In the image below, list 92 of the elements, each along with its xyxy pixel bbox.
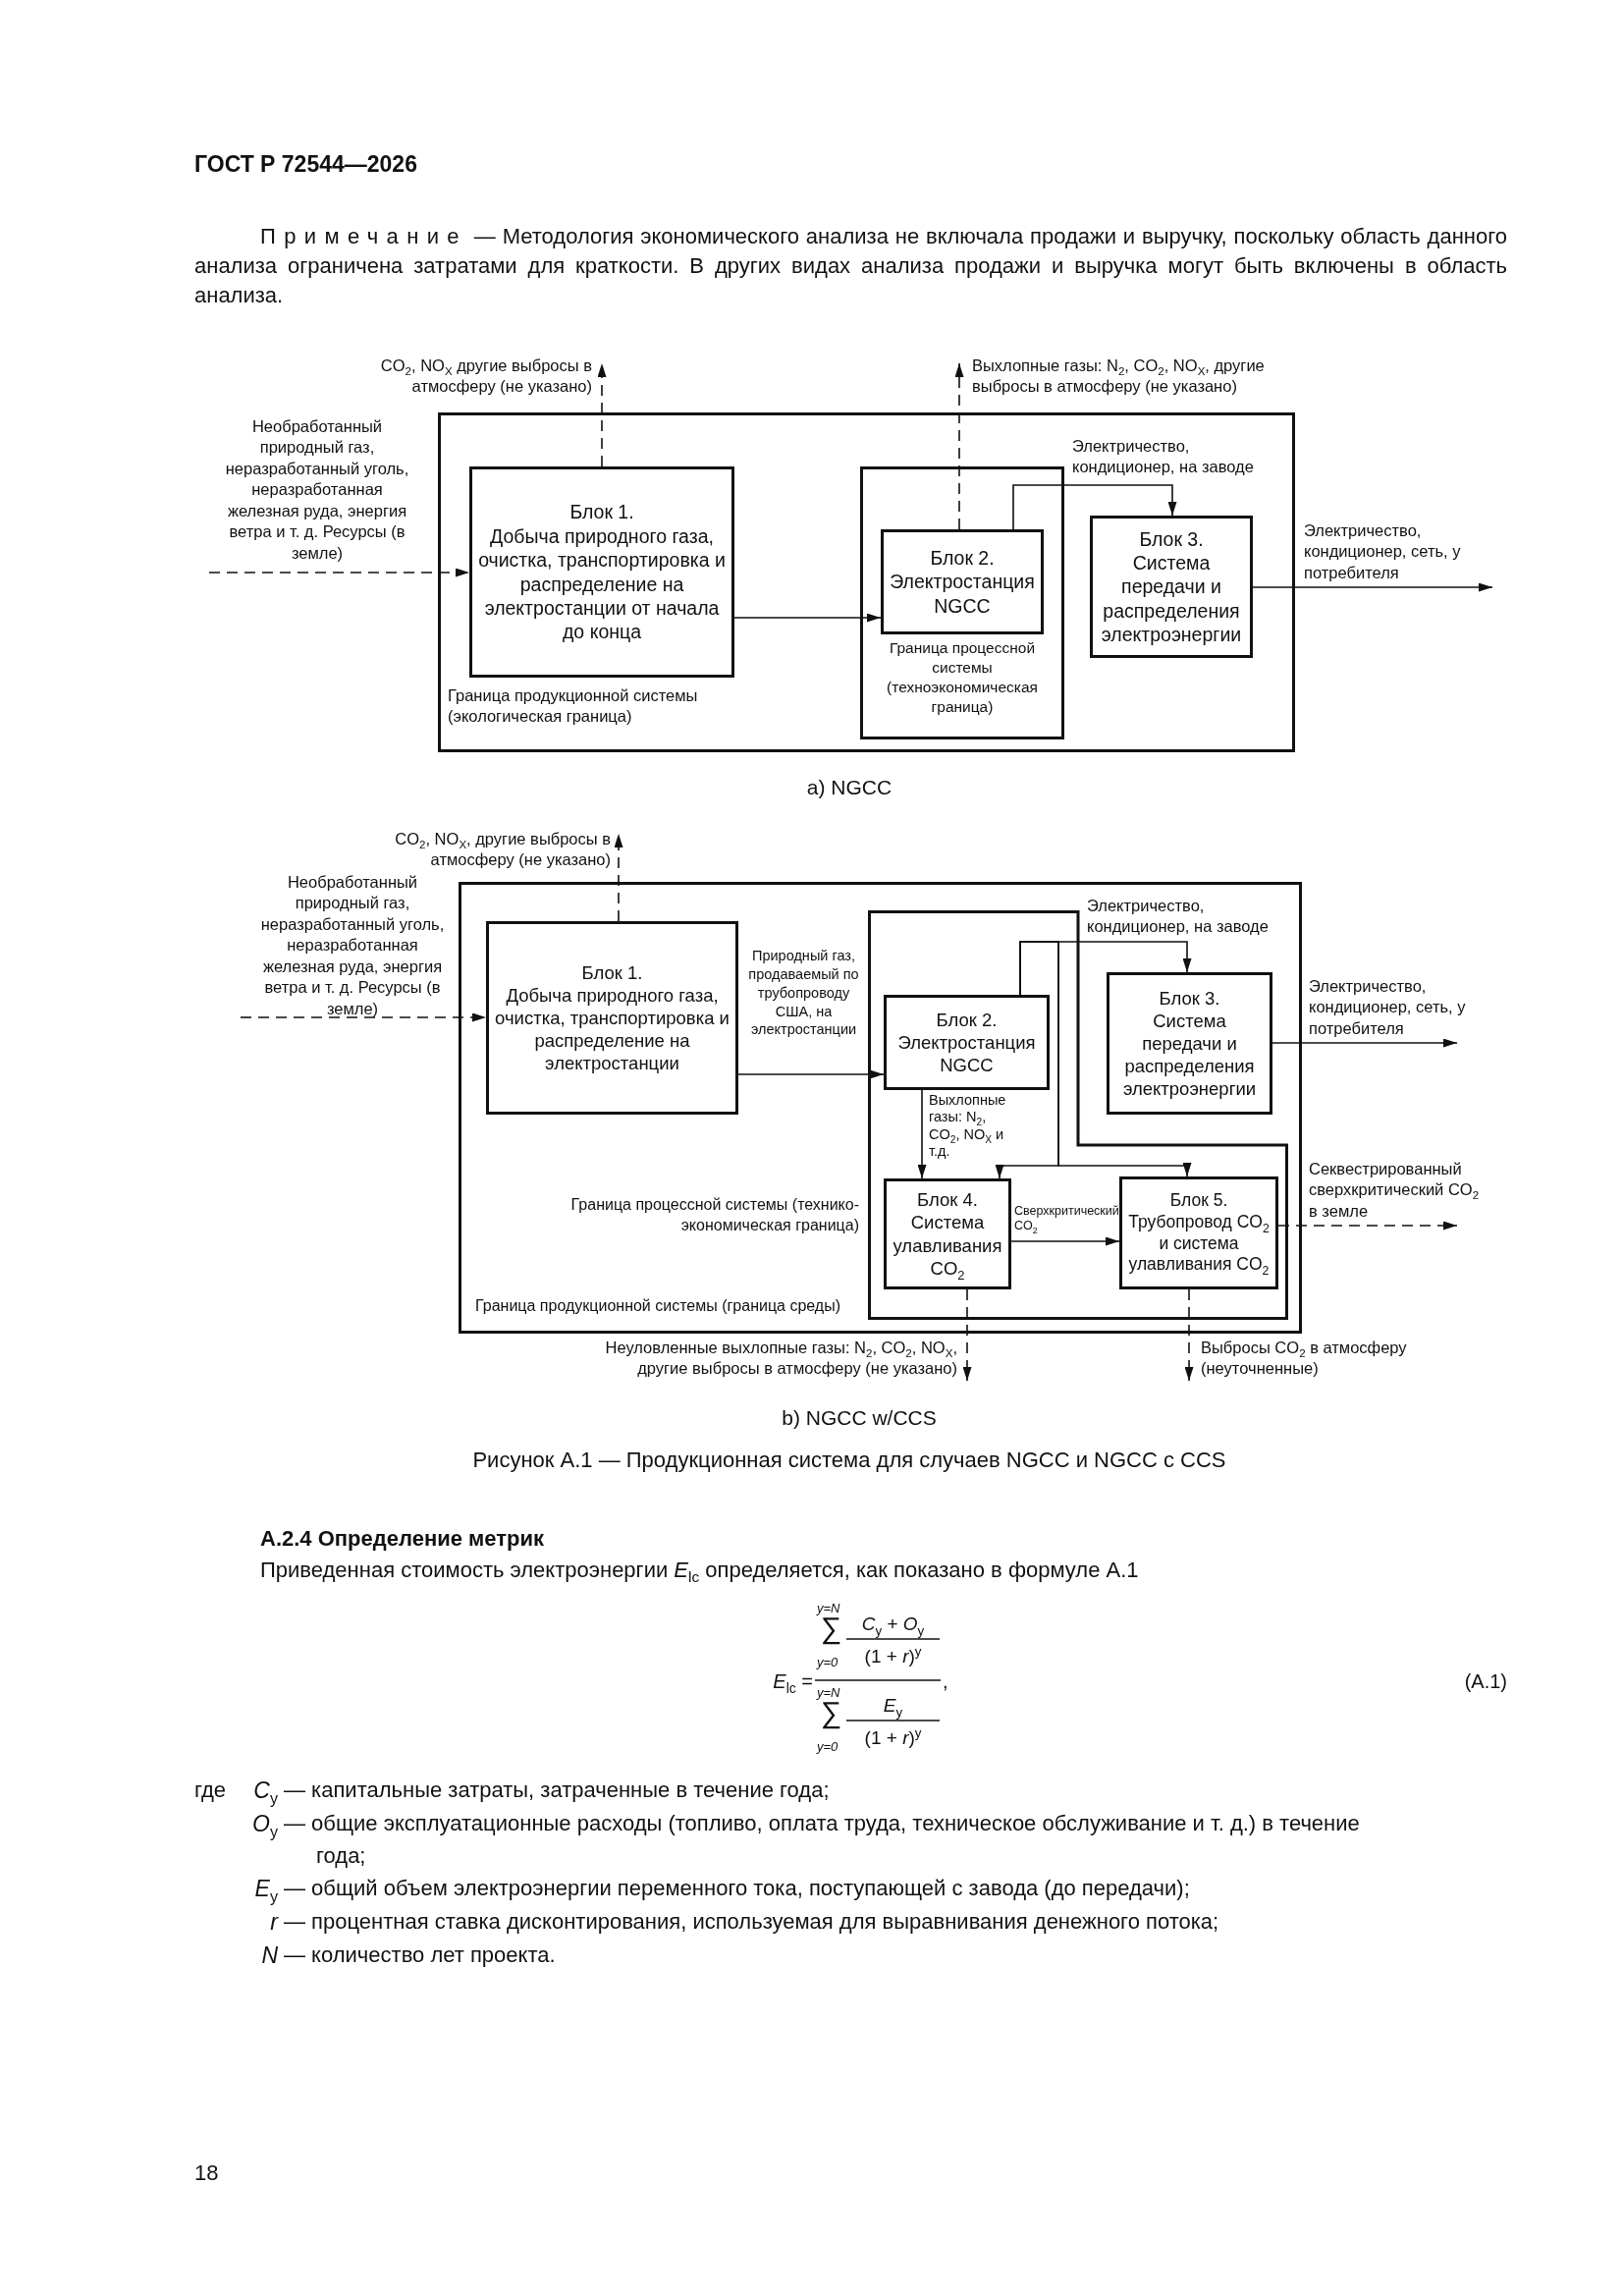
boundary-label: Граница продукционной системы (экологическая граница)	[448, 685, 699, 728]
variable-definition: — общие эксплуатационные расходы (топливо, оплата труда, техническое обслуживание и т. д.) в течение года;	[284, 1810, 1361, 1870]
arrow	[208, 568, 470, 577]
arrow	[1252, 582, 1493, 592]
edge-label: Электричество, кондиционер, на заводе	[1087, 896, 1270, 938]
block-title: Блок 1.	[569, 500, 634, 524]
block-text: Система передачи и распределения электроэнергии	[1121, 1009, 1258, 1101]
page-number: 18	[194, 2159, 220, 2187]
variable-symbol: E$_{y}$	[253, 1875, 278, 1906]
variable-definition: — процентная ставка дисконтирования, используемая для выравнивания денежного потока;	[284, 1908, 1220, 1936]
variable-symbol: O$_{y}$	[251, 1810, 278, 1841]
block-text: Трубопровод CO$_{2}$ и система улавливания CO$_{2}$	[1127, 1211, 1271, 1277]
equation-number: (А.1)	[1463, 1669, 1507, 1694]
process-block	[486, 921, 738, 1115]
arrow	[597, 362, 607, 467]
subfigure-caption: a) NGCC	[805, 775, 893, 800]
block-text: Электростанция NGCC	[896, 1030, 1037, 1077]
block-title: Блок 5.	[1169, 1189, 1228, 1212]
process-block	[469, 466, 734, 678]
block-title: Блок 3.	[1139, 526, 1204, 551]
edge-label: Природный газ, продаваемый по трубопроводу США, на электростанции	[747, 947, 860, 1040]
arrow	[1012, 484, 1177, 530]
summation-limit: y=N	[817, 1684, 841, 1702]
formula-term: (1 + r)$^{y}$	[863, 1724, 923, 1750]
process-block	[881, 529, 1044, 634]
system-boundary	[459, 882, 1302, 1334]
edge-label: Необработанный природный газ, неразработанный уголь, неразработанная железная руда, энергия ветра и т. д. Ресурсы (в земле)	[224, 416, 410, 564]
edge-label: Выбросы CO$_{2}$ в атмосферу (неуточненные)	[1201, 1338, 1408, 1380]
edge-label: Электричество, кондиционер, сеть, у потребителя	[1304, 520, 1462, 583]
variable-definition: — капитальные затраты, затраченные в течение года;	[284, 1777, 831, 1804]
process-block	[884, 1178, 1011, 1289]
paragraph-text: Приведенная стоимость электроэнергии E$_{lc}$ определяется, как показано в формуле А.1	[260, 1557, 1140, 1586]
block-title: Блок 3.	[1159, 986, 1220, 1010]
formula-term: ,	[943, 1669, 949, 1694]
boundary-label: Граница процессной системы (техноэкономическая граница)	[886, 638, 1039, 718]
arrow	[1010, 1236, 1120, 1246]
arrow	[1271, 1038, 1458, 1048]
edge-label: Секвестрированный сверхкритический CO$_{2}$ в земле	[1309, 1159, 1481, 1222]
arrow	[962, 1288, 972, 1382]
formula-term: C$_{y}$ + O$_{y}$	[860, 1613, 926, 1639]
edge-label: Необработанный природный газ, неразработанный уголь, неразработанная железная руда, энергия ветра и т. д. Ресурсы (в земле)	[259, 872, 446, 1019]
formula-term: E$_{y}$	[882, 1694, 904, 1721]
edge-label: Неуловленные выхлопные газы: N$_{2}$, CO$_{2}$, NO$_{X}$, другие выбросы в атмосферу (не указано)	[604, 1338, 957, 1380]
block-title: Блок 1.	[581, 960, 643, 984]
variable-symbol: N	[260, 1941, 278, 1970]
block-text: Добыча природного газа, очистка, транспортировка и распределение на электростанции	[494, 983, 730, 1075]
block-title: Блок 2.	[930, 545, 995, 571]
boundary-label: Граница процессной системы (технико-экономическая граница)	[569, 1195, 859, 1235]
edge-label: CO$_{2}$, NO$_{X}$, другие выбросы в атмосферу (не указано)	[394, 829, 611, 871]
process-block	[884, 995, 1050, 1090]
subfigure-caption: b) NGCC w/CCS	[781, 1405, 938, 1431]
block-title: Блок 4.	[917, 1188, 978, 1212]
paragraph-text: где	[194, 1777, 228, 1804]
boundary-label: Граница продукционной системы (граница среды)	[475, 1296, 842, 1316]
arrow	[1184, 1288, 1194, 1382]
block-title: Блок 2.	[936, 1008, 998, 1031]
process-block	[1119, 1176, 1278, 1289]
figure-caption: Рисунок А.1 — Продукционная система для случаев NGCC и NGCC с CCS	[471, 1448, 1227, 1473]
section-heading: А.2.4 Определение метрик	[260, 1525, 546, 1553]
system-boundary	[438, 412, 1295, 752]
system-boundary	[860, 466, 1064, 739]
arrow	[614, 833, 623, 922]
edge-label: Сверхкритический CO$_{2}$	[1014, 1204, 1118, 1233]
edge-label: Электричество, кондиционер, на заводе	[1072, 436, 1255, 478]
edge-label: CO$_{2}$, NO$_{X}$ другие выбросы в атмосферу (не указано)	[379, 355, 592, 398]
block-text: Электростанция NGCC	[889, 570, 1036, 619]
arrow	[1019, 941, 1192, 1177]
edge-label: Выхлопные газы: N$_{2}$, CO$_{2}$, NO$_{X}$, другие выбросы в атмосферу (не указано)	[972, 355, 1266, 398]
arrow	[737, 1069, 885, 1079]
arrow	[917, 1089, 927, 1179]
edge-label: Электричество, кондиционер, сеть, у потребителя	[1309, 976, 1467, 1039]
process-block	[1107, 972, 1272, 1115]
process-block	[1090, 516, 1253, 658]
note-text: Примечание — Методология экономического анализа не включала продажи и выручку, поскольку область данного анализа ограничена затратами для краткости. В других видах анализа продажи и выручка могут быть включены в область анализа.	[194, 223, 1507, 309]
arrow	[733, 613, 882, 623]
arrow	[240, 1012, 487, 1022]
variable-definition: — общий объем электроэнергии переменного тока, поступающей с завода (до передачи);	[284, 1875, 1191, 1902]
page-header: ГОСТ Р 72544—2026	[194, 150, 418, 179]
block-text: Система улавливания CO$_{2}$	[892, 1211, 1003, 1280]
summation-limit: y=0	[817, 1654, 839, 1671]
variable-symbol: r	[269, 1908, 278, 1937]
formula-term: E$_{lc}$ =	[772, 1669, 813, 1696]
summation-limit: y=0	[817, 1738, 839, 1756]
variable-symbol: C$_{y}$	[252, 1777, 278, 1808]
formula-term: (1 + r)$^{y}$	[863, 1643, 923, 1668]
variable-definition: — количество лет проекта.	[284, 1941, 557, 1969]
summation-limit: y=N	[817, 1600, 841, 1617]
block-text: Добыча природного газа, очистка, транспортировка и распределение на электростанции от начала до конца	[477, 523, 727, 644]
arrow	[954, 362, 964, 530]
edge-label: Выхлопные газы: N$_{2}$, CO$_{2}$, NO$_{X}$ и т.д.	[929, 1092, 1007, 1161]
arrow	[1277, 1221, 1458, 1230]
block-text: Система передачи и распределения электроэнергии	[1100, 550, 1243, 647]
